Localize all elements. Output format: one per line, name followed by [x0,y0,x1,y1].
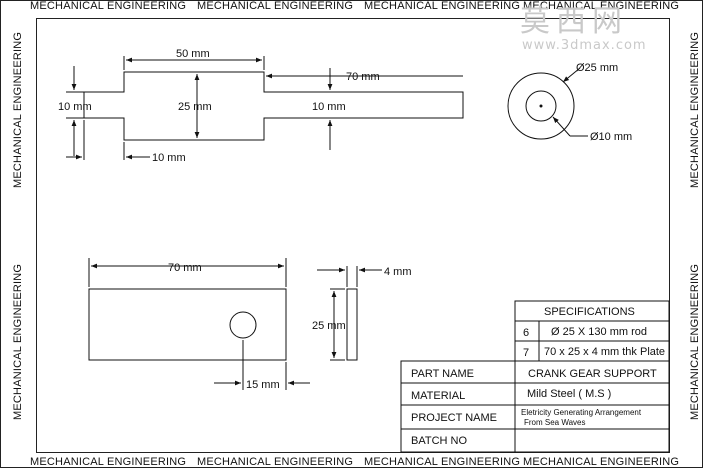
plate-side-view [317,266,382,361]
rod-dim-70: 70 mm [346,71,380,83]
project-name-label: PROJECT NAME [411,412,497,424]
rod-view [66,56,464,160]
plate-hole [229,311,257,339]
border-label-bottom-2: MECHANICAL ENGINEERING [197,456,354,468]
end-view [507,67,588,140]
title-block [400,360,670,453]
project-name-value-line1: Eletricity Generating Arrangement [521,408,642,417]
rod-dim-50: 50 mm [176,48,210,60]
batch-no-label: BATCH NO [411,435,467,447]
plate-dim-15: 15 mm [246,379,280,391]
spec-header: SPECIFICATIONS [544,306,635,318]
spec-row-1-no: 6 [523,327,529,339]
border-label-top-2: MECHANICAL ENGINEERING [197,0,354,12]
part-name-label: PART NAME [411,368,474,380]
border-label-top-4: MECHANICAL ENGINEERING [523,0,680,12]
material-label: MATERIAL [411,390,465,402]
spec-row-1-desc: Ø 25 X 130 mm rod [551,326,647,338]
border-label-bottom-1: MECHANICAL ENGINEERING [30,456,187,468]
rod-outline [83,71,464,141]
end-dim-dia-10: Ø10 mm [590,131,632,143]
plate-dim-4: 4 mm [384,266,412,278]
part-name-value: CRANK GEAR SUPPORT [528,368,657,380]
rod-dim-25: 25 mm [178,101,212,113]
plate-side-outline [346,288,358,361]
plate-view [88,258,310,390]
spec-row-2-desc: 70 x 25 x 4 mm thk Plate [544,346,665,358]
specifications-table [514,300,670,362]
rod-dim-10-right: 10 mm [312,101,346,113]
plate-dim-25: 25 mm [312,320,346,332]
border-label-top-3: MECHANICAL ENGINEERING [364,0,521,12]
watermark-title: 莫西网 [520,4,628,39]
project-name-value-line2: From Sea Waves [524,418,586,427]
watermark: 莫西网 www.3dmax.com [520,4,647,54]
circle-inner [525,90,557,122]
plate-outline [88,288,287,361]
border-label-bottom-3: MECHANICAL ENGINEERING [364,456,521,468]
rod-dim-10-left: 10 mm [58,101,92,113]
watermark-url: www.3dmax.com [522,38,647,53]
plate-dim-70: 70 mm [168,262,202,274]
spec-row-2-no: 7 [523,347,529,359]
end-dim-dia-25: Ø25 mm [576,62,618,74]
drawing-frame [36,18,670,453]
border-label-top-1: MECHANICAL ENGINEERING [30,0,187,12]
circle-outer [507,72,575,140]
material-value: Mild Steel ( M.S ) [527,388,611,400]
rod-dim-10-bottom: 10 mm [152,152,186,164]
border-label-bottom-4: MECHANICAL ENGINEERING [523,456,680,468]
